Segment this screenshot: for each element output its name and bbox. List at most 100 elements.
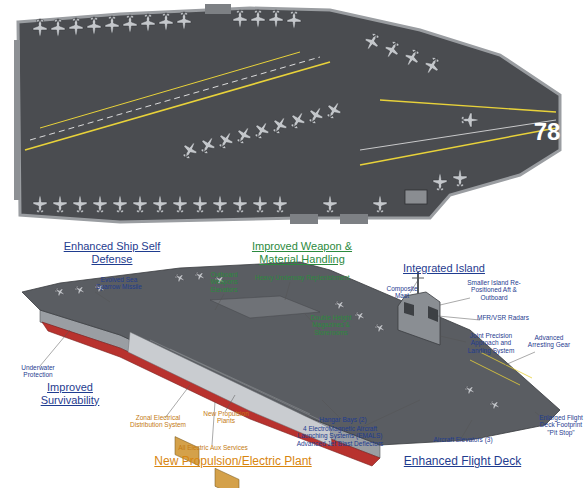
aircraft (233, 10, 247, 28)
mast (412, 278, 424, 279)
aircraft (269, 10, 283, 28)
aircraft (401, 47, 422, 70)
aircraft (73, 195, 87, 213)
aircraft (269, 114, 290, 137)
aircraft (33, 195, 47, 213)
aircraft (253, 195, 267, 213)
callout-label: Hangar Bays (2) (316, 416, 370, 423)
feature-heading: Integrated Island (398, 262, 490, 275)
aircraft (461, 113, 479, 127)
landing-line (25, 62, 330, 150)
aircraft (87, 17, 101, 35)
cutaway-view (22, 262, 560, 488)
aircraft (94, 282, 106, 294)
aircraft (174, 272, 186, 284)
center-line (30, 57, 320, 140)
aircraft (251, 119, 272, 142)
feature-heading: Enhanced Flight Deck (390, 455, 535, 469)
aircraft (123, 15, 137, 33)
aircraft (287, 109, 308, 132)
callout-label: Aircraft Elevators (3) (430, 436, 496, 443)
aircraft (421, 55, 442, 78)
landing-line (40, 52, 300, 128)
callout-label: MFR/VSR Radars (476, 314, 530, 321)
flight-deck (18, 8, 560, 222)
callout-label: All Electric Aux Services (166, 444, 260, 451)
magazine-section (210, 296, 320, 318)
leader-line (285, 282, 290, 300)
hull-number: 78 (527, 118, 567, 146)
mast (417, 272, 419, 294)
leader-line (440, 298, 470, 305)
deck-level (150, 340, 320, 420)
leader-line (40, 330, 70, 366)
aircraft (233, 124, 254, 147)
callout-label: Zonal Electrical Distribution System (128, 414, 188, 429)
deck-elevator (290, 214, 318, 224)
island (405, 190, 427, 204)
aircraft (177, 12, 191, 30)
aircraft (334, 299, 346, 311)
callout-label: Double Height Magazines & Storerooms (304, 314, 358, 336)
aircraft (233, 195, 247, 213)
feature-heading: Improved Survivability (25, 381, 115, 406)
leader-lines (40, 280, 545, 445)
leader-line (212, 402, 215, 445)
aircraft (373, 195, 387, 213)
aircraft (179, 139, 200, 162)
aircraft (214, 274, 226, 286)
aircraft (194, 270, 206, 282)
catapult-line (360, 128, 556, 165)
aircraft (273, 195, 287, 213)
aircraft (141, 14, 155, 32)
leader-line (225, 395, 235, 412)
aircraft (74, 284, 86, 296)
aircraft (53, 195, 67, 213)
leader-line (215, 294, 224, 310)
aircraft (69, 18, 83, 36)
leader-line (95, 292, 110, 302)
leader-line (410, 280, 418, 293)
callout-label: Smaller Island Re-Positioned Aft & Outbo… (462, 279, 526, 301)
aircraft (287, 11, 301, 29)
aircraft (193, 195, 207, 213)
callout-label: New Propulsion Plants (203, 410, 249, 425)
feature-heading: New Propulsion/Electric Plant (138, 455, 328, 469)
aircraft (213, 195, 227, 213)
aircraft (54, 286, 66, 298)
leader-line (360, 400, 420, 428)
aircraft (173, 195, 187, 213)
aircraft (433, 173, 447, 191)
aircraft (489, 399, 501, 411)
aircraft (197, 134, 218, 157)
aircraft (354, 310, 366, 322)
aircraft (381, 39, 402, 62)
aircraft (361, 31, 382, 54)
feature-heading: Enhanced Ship Self Defense (62, 240, 162, 265)
aircraft (323, 195, 337, 213)
aircraft (113, 195, 127, 213)
aircraft (153, 195, 167, 213)
callout-label: Outboard Weapons Elevators (198, 271, 250, 293)
leader-line (440, 336, 466, 342)
aircraft (93, 195, 107, 213)
aircraft (133, 195, 147, 213)
leader-line (322, 400, 340, 418)
callout-label: Composite Mast (383, 285, 421, 300)
callout-label: Joint Precision Approach and Landing Sys… (460, 332, 522, 354)
catapult-line (380, 100, 556, 112)
deck-line (360, 120, 556, 150)
aircraft (374, 322, 386, 334)
propulsion-plant (215, 468, 239, 488)
island (398, 292, 440, 345)
radar-panel (404, 302, 414, 316)
feature-heading: Improved Weapon & Material Handling (232, 240, 372, 265)
aircraft (51, 19, 65, 37)
stern-edge (14, 40, 20, 200)
aircraft (33, 19, 47, 37)
cutaway-deck (22, 262, 560, 445)
callout-label: 4 ElectroMagnetic Aircraft Launching Sys… (288, 425, 392, 447)
aircraft (215, 129, 236, 152)
